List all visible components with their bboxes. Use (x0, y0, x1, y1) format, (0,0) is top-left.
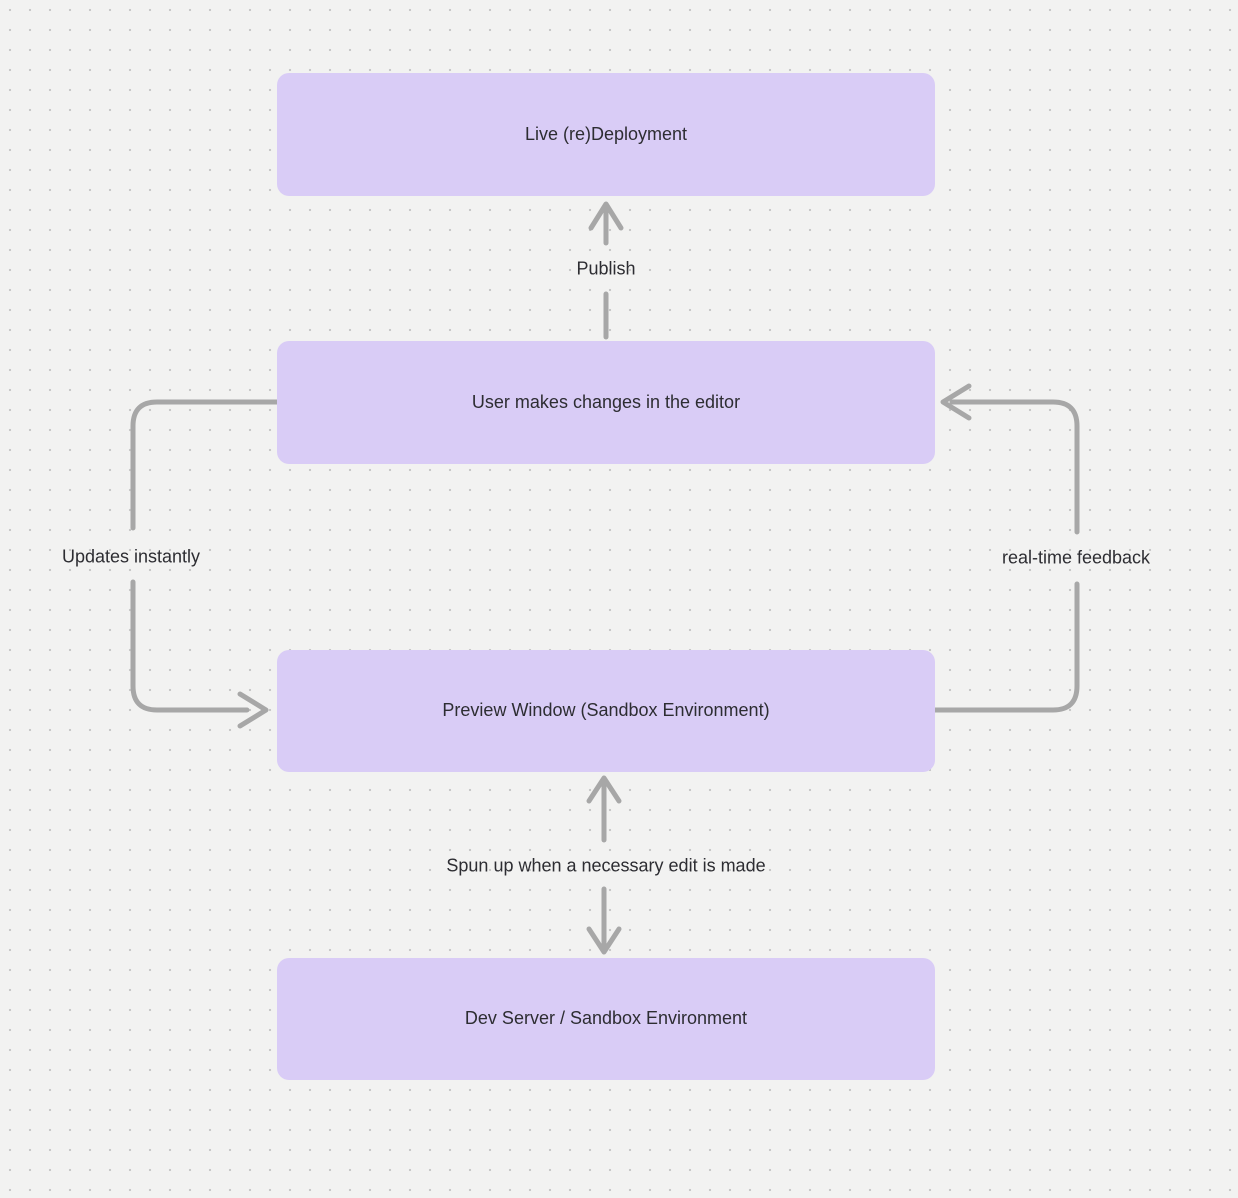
arrowhead-down-icon (586, 926, 622, 955)
node-label: Live (re)Deployment (524, 123, 688, 144)
node-user-changes[interactable]: User makes changes in the editor (277, 341, 935, 464)
arrowhead-right-icon (237, 691, 269, 729)
node-live-deployment[interactable]: Live (re)Deployment (277, 73, 935, 196)
node-preview-window[interactable]: Preview Window (Sandbox Environment) (277, 650, 935, 772)
arrowhead-up-icon (588, 201, 624, 231)
arrowhead-up-icon (586, 775, 622, 804)
edge-label-realtime-feedback: real-time feedback (1001, 547, 1151, 568)
node-label: Preview Window (Sandbox Environment) (442, 700, 770, 721)
node-dev-server[interactable]: Dev Server / Sandbox Environment (277, 958, 935, 1080)
arrowhead-left-icon (940, 383, 972, 421)
edge-label-updates-instantly: Updates instantly (61, 546, 201, 567)
node-label: Dev Server / Sandbox Environment (464, 1008, 748, 1029)
edge-label-spun-up: Spun up when a necessary edit is made (446, 855, 766, 876)
node-label: User makes changes in the editor (471, 391, 741, 412)
edge-label-publish: Publish (576, 258, 636, 279)
